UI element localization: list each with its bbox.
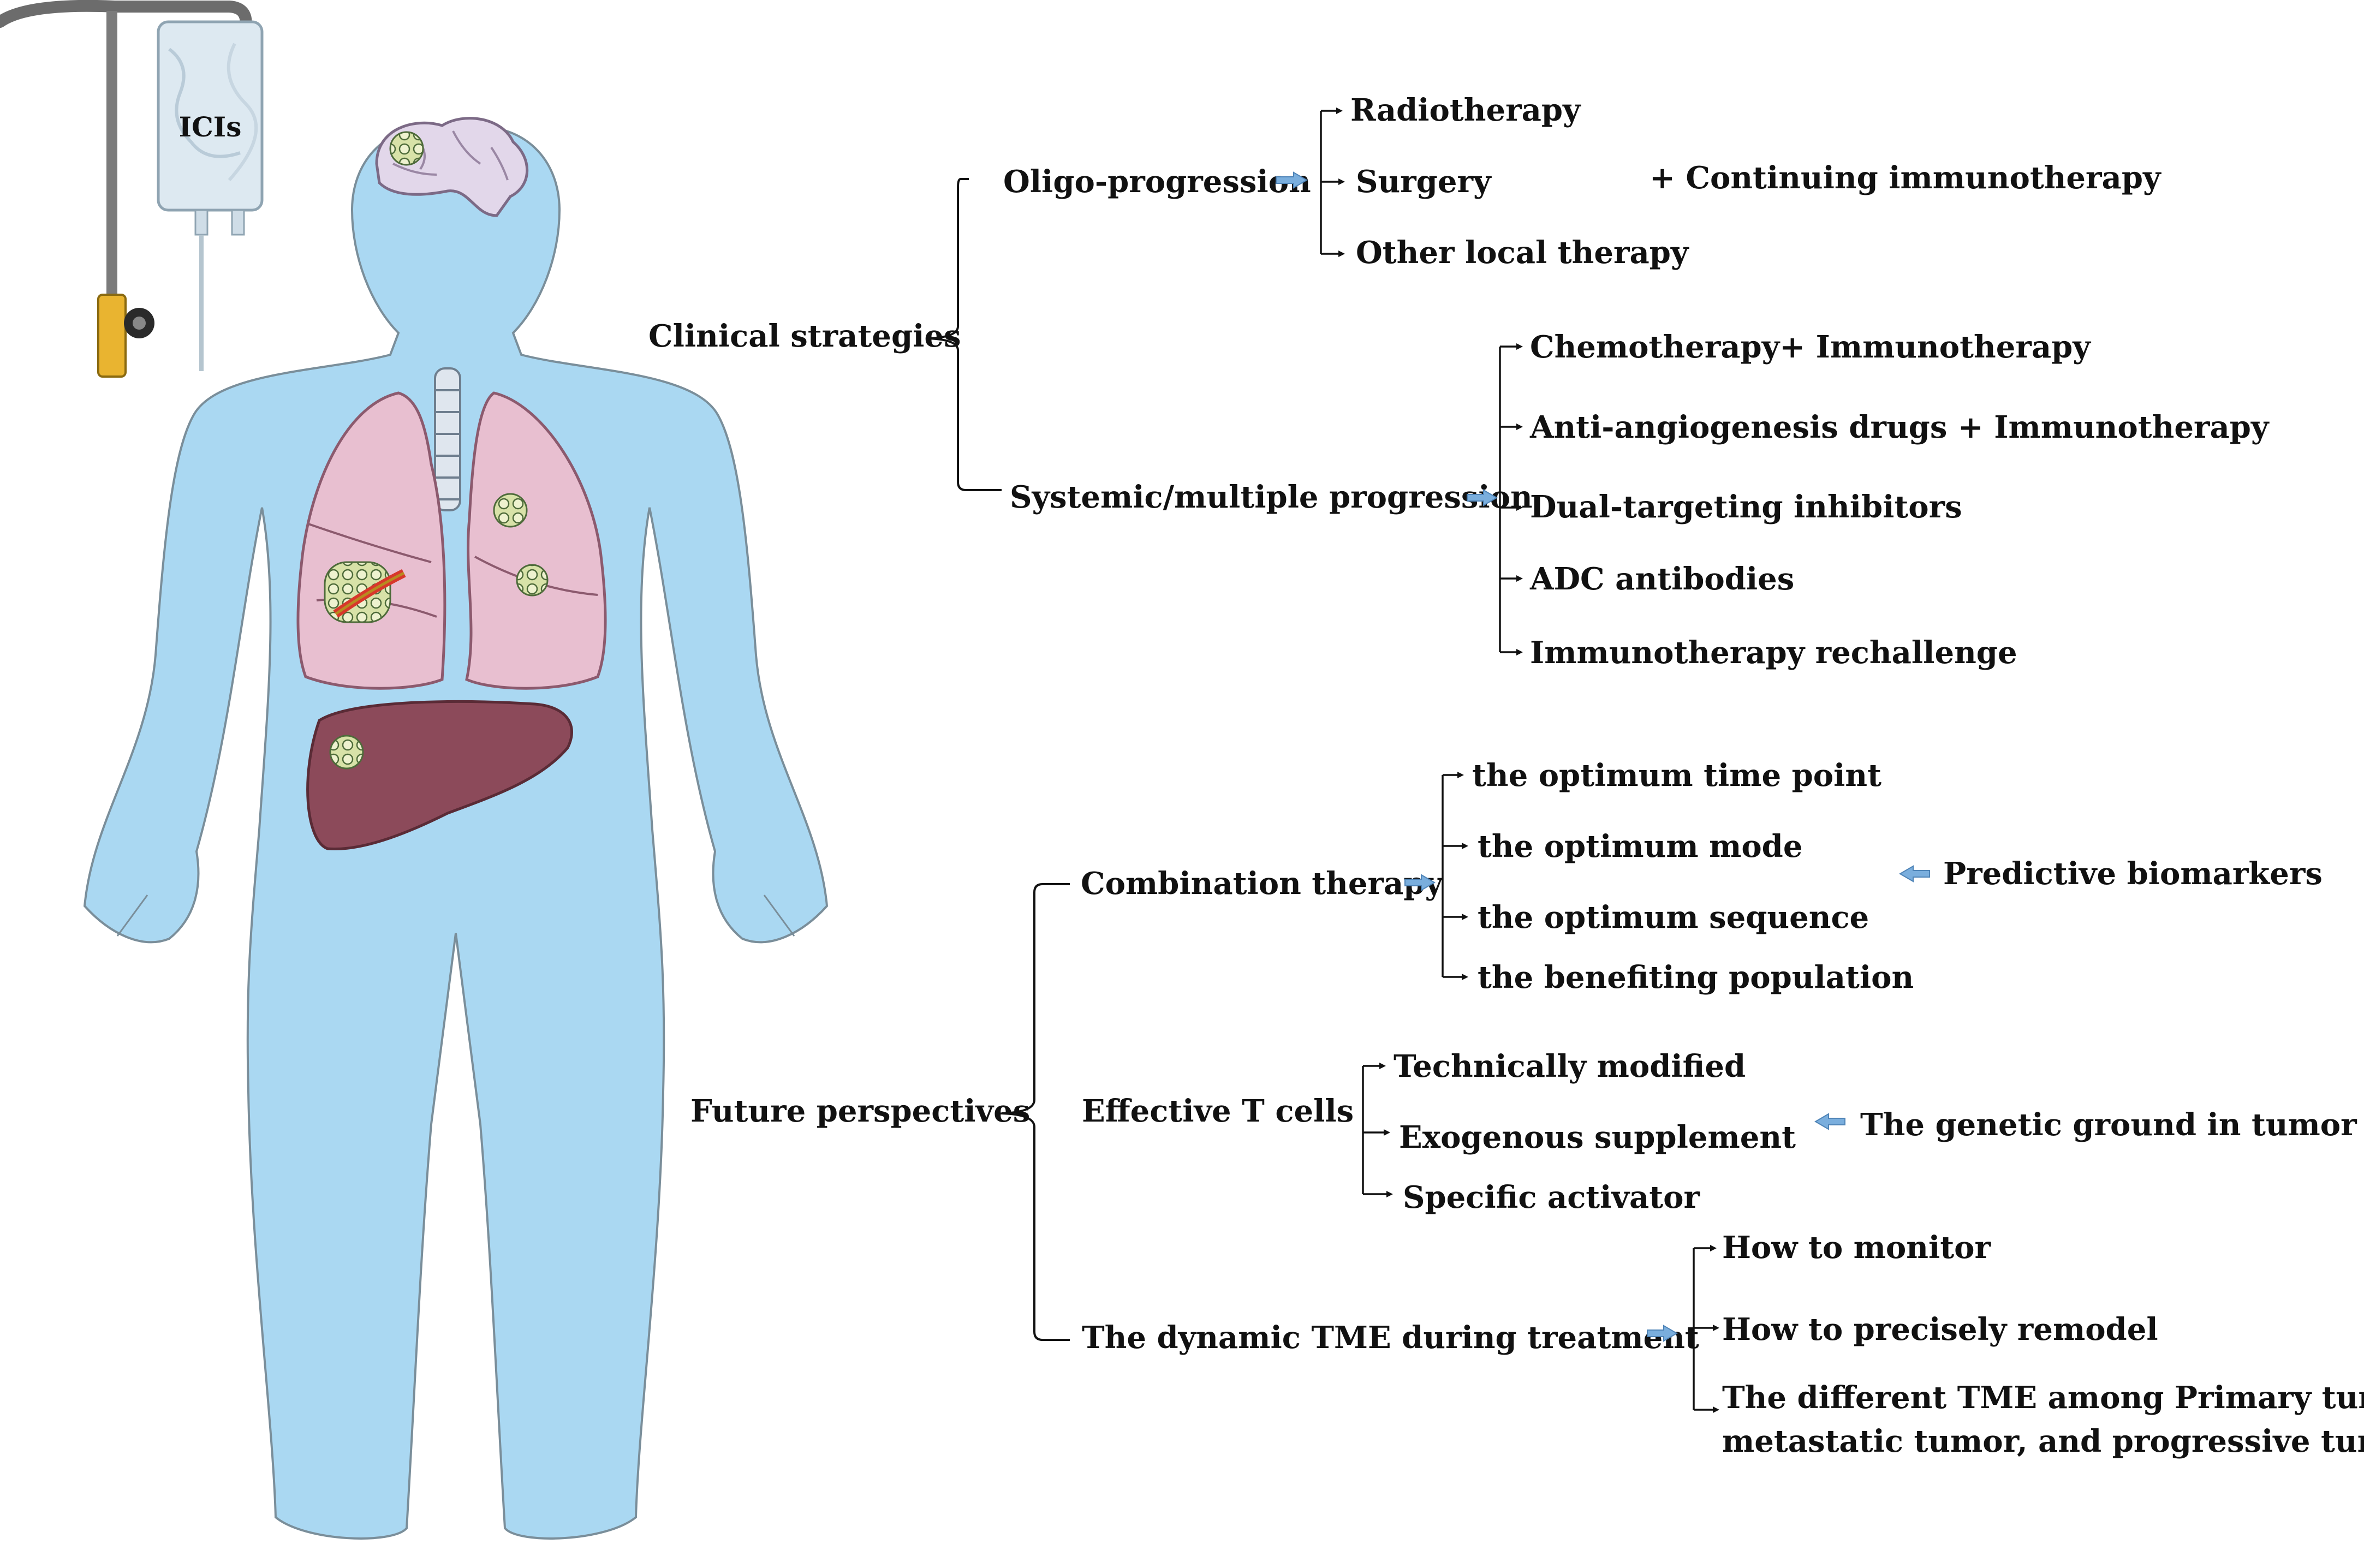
systemic-item-chemo: Chemotherapy+ Immunotherapy: [1530, 329, 2091, 365]
biomarkers-arrow: [1899, 865, 1930, 883]
combination-arrow: [1404, 874, 1436, 891]
t-cells-item-technically-modified: Technically modified: [1394, 1048, 1746, 1084]
liver-shape: [306, 700, 573, 851]
t-cells-item-exogenous: Exogenous supplement: [1399, 1119, 1796, 1155]
future-perspectives-label: Future perspectives: [690, 1093, 1030, 1129]
dynamic-tme-label: The dynamic TME during treatment: [1082, 1320, 1699, 1356]
oligo-arrow: [1276, 171, 1308, 189]
systemic-arrow: [1467, 489, 1498, 506]
future-perspectives-brace: [1001, 883, 1070, 1341]
iv-pole-hook: [0, 0, 252, 33]
combination-item-sequence: the optimum sequence: [1478, 899, 1869, 935]
iv-pole: [106, 11, 117, 295]
human-body: [83, 126, 829, 1540]
liver-tumor: [329, 735, 364, 770]
body-silhouette: [83, 126, 829, 1540]
future-perspectives-section: Future perspectives Combination therapy …: [690, 758, 2364, 1459]
systemic-item-dual-targeting: Dual-targeting inhibitors: [1530, 489, 1962, 525]
tme-item-remodel: How to precisely remodel: [1722, 1311, 2158, 1348]
systemic-item-anti-angiogenesis: Anti-angiogenesis drugs + Immunotherapy: [1529, 409, 2270, 445]
brain-tumor: [389, 131, 424, 166]
tme-arrow: [1647, 1325, 1678, 1342]
oligo-progression-label: Oligo-progression: [1003, 164, 1311, 200]
left-lung: [465, 391, 607, 690]
clinical-strategies-section: Clinical strategies Oligo-progression Ra…: [648, 92, 2270, 671]
oligo-item-other-local: Other local therapy: [1356, 235, 1689, 271]
oligo-item-surgery: Surgery: [1356, 164, 1492, 200]
combination-item-mode: the optimum mode: [1478, 828, 1802, 865]
tme-item-different-line2: metastatic tumor, and progressive tumor: [1722, 1423, 2364, 1459]
iv-drip: ICIs: [0, 0, 264, 378]
clinical-strategies-label: Clinical strategies: [648, 318, 961, 354]
predictive-biomarkers: Predictive biomarkers: [1943, 856, 2323, 892]
continuing-immunotherapy: + Continuing immunotherapy: [1650, 160, 2161, 196]
trachea: [434, 367, 461, 511]
combination-item-population: the benefiting population: [1478, 959, 1914, 995]
t-cells-item-activator: Specific activator: [1403, 1179, 1700, 1215]
systemic-item-adc: ADC antibodies: [1529, 561, 1794, 597]
lungs: [296, 391, 607, 690]
iv-bag-label: ICIs: [179, 111, 242, 143]
clinical-strategies-brace: [927, 178, 1002, 491]
illustration: ICIs: [0, 0, 829, 1540]
lung-tumor-upper: [493, 493, 528, 528]
genetic-ground-arrow: [1814, 1113, 1845, 1130]
oligo-item-radiotherapy: Radiotherapy: [1350, 92, 1581, 128]
tme-item-monitor: How to monitor: [1722, 1230, 1991, 1266]
combination-item-time-point: the optimum time point: [1472, 758, 1881, 794]
brain: [375, 117, 529, 217]
iv-clamp: [97, 294, 127, 378]
genetic-ground: The genetic ground in tumor cells: [1860, 1107, 2364, 1143]
tme-item-different-line1: The different TME among Primary tumor,: [1722, 1380, 2364, 1416]
combination-therapy-label: Combination therapy: [1081, 866, 1443, 902]
liver: [306, 700, 573, 851]
effective-t-cells-label: Effective T cells: [1082, 1093, 1354, 1129]
systemic-progression-label: Systemic/multiple progression: [1010, 479, 1533, 515]
systemic-item-rechallenge: Immunotherapy rechallenge: [1530, 635, 2017, 671]
lung-tumor-primary: [324, 561, 391, 623]
lung-tumor-lower: [516, 564, 549, 597]
